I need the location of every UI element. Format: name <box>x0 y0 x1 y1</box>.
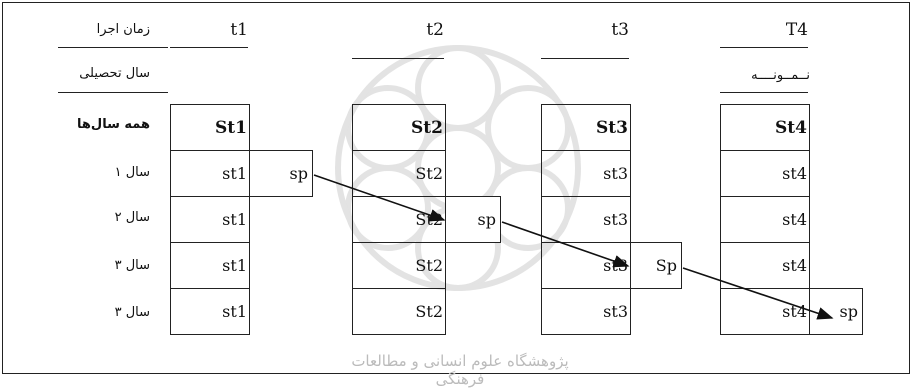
cell-t3-all: St3 <box>541 104 631 151</box>
cell-t2-year3b: St2 <box>352 288 446 335</box>
cell-t3-year3b: st3 <box>541 288 631 335</box>
cell-t4-all: St4 <box>720 104 810 151</box>
cell-t1-all: St1 <box>170 104 250 151</box>
row-label-all-years: همه سال‌ها <box>77 117 150 132</box>
row-label-year-2: سال ۲ <box>114 210 150 225</box>
cell-t3-year1: st3 <box>541 150 631 197</box>
cell-t4-year3b: st4 <box>720 288 810 335</box>
sp-box-1: sp <box>249 150 313 197</box>
cell-t4-year2: st4 <box>720 196 810 243</box>
sp-box-3: Sp <box>630 242 682 289</box>
cell-t3-year2: st3 <box>541 196 631 243</box>
sp-box-4: sp <box>809 288 863 335</box>
label-separator-2 <box>58 92 168 93</box>
sample-label: نــمــونــــه <box>751 68 810 83</box>
column-header-t1: t1 <box>230 20 248 40</box>
column-header-underline-t2 <box>352 58 444 59</box>
cell-t3-year3a: st3 <box>541 242 631 289</box>
cell-t4-year3a: st4 <box>720 242 810 289</box>
cell-t2-year2: St2 <box>352 196 446 243</box>
row-label-year-3b: سال ۳ <box>114 305 150 320</box>
cell-t2-all: St2 <box>352 104 446 151</box>
sp-box-2: sp <box>445 196 501 243</box>
cell-t1-year3b: st1 <box>170 288 250 335</box>
column-header-underline-t4 <box>720 47 808 48</box>
label-separator-1 <box>58 47 168 48</box>
watermark-seal <box>335 45 581 291</box>
cell-t1-year1: st1 <box>170 150 250 197</box>
cell-t2-year1: St2 <box>352 150 446 197</box>
row-label-school-year: سال تحصیلی <box>79 66 150 81</box>
row-label-year-3a: سال ۳ <box>114 258 150 273</box>
column-header-underline-t3 <box>541 58 629 59</box>
row-label-run-time: زمان اجرا <box>96 22 150 37</box>
cell-t4-year1: st4 <box>720 150 810 197</box>
cell-t1-year3a: st1 <box>170 242 250 289</box>
column-header-t2: t2 <box>426 20 444 40</box>
column-header-t3: t3 <box>611 20 629 40</box>
column-header-underline-t1 <box>170 47 248 48</box>
column-header-t4: T4 <box>785 20 808 40</box>
cell-t1-year2: st1 <box>170 196 250 243</box>
sample-label-underline <box>720 92 808 93</box>
row-label-year-1: سال ۱ <box>114 165 150 180</box>
cell-t2-year3a: St2 <box>352 242 446 289</box>
diagram-frame <box>2 2 910 374</box>
